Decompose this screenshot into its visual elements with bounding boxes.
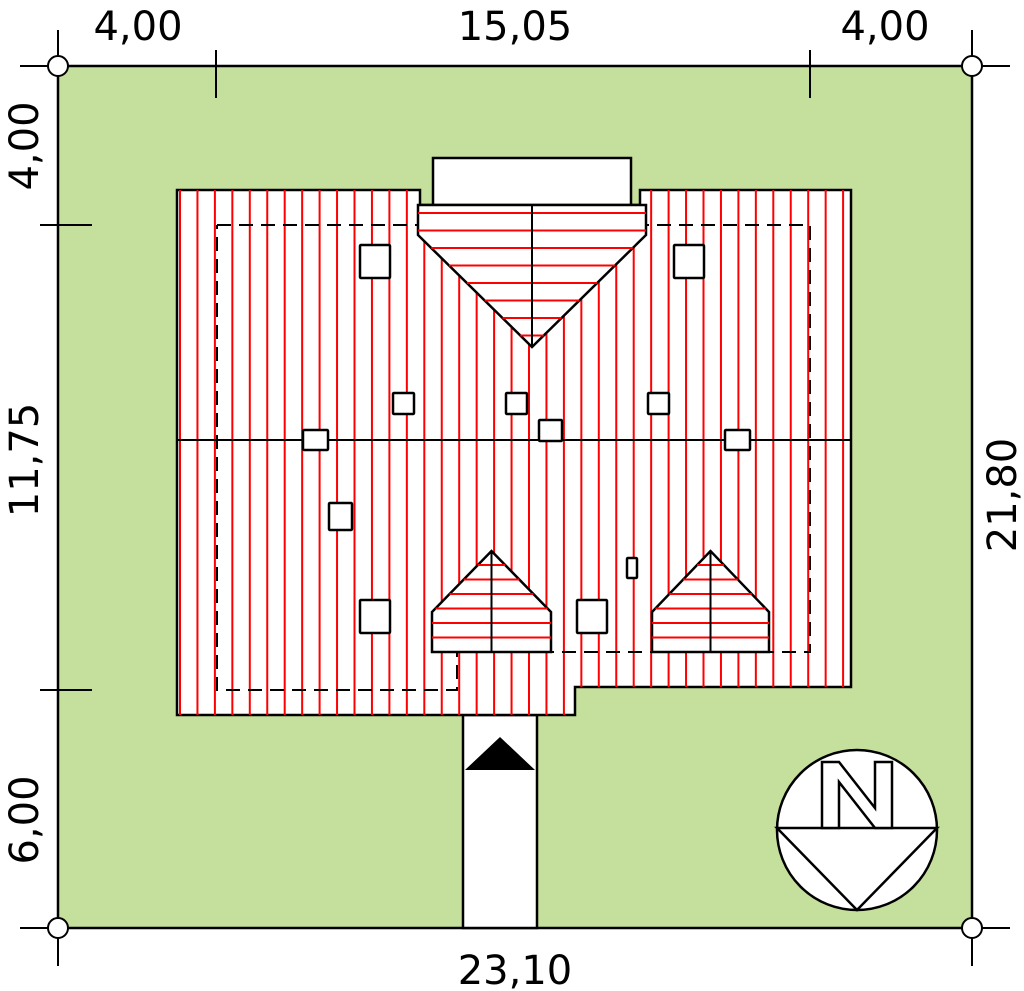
dormers (430, 549, 771, 654)
skylight (575, 598, 609, 635)
skylight (537, 418, 564, 443)
entrance-arrow-icon (465, 737, 535, 770)
dim-left-top: 4,00 (2, 101, 48, 190)
dim-left-middle: 11,75 (2, 403, 48, 518)
skylight (358, 598, 392, 635)
dim-left-bottom: 6,00 (2, 775, 48, 864)
skylight (672, 243, 706, 280)
skylight (327, 501, 354, 532)
north-arrow-icon (774, 748, 940, 912)
dim-top-right: 4,00 (840, 4, 929, 50)
terrace (431, 156, 633, 210)
dim-top-middle: 15,05 (458, 4, 573, 50)
dormer (650, 549, 771, 654)
skylight (625, 556, 639, 580)
skylight (301, 428, 330, 452)
skylights (301, 243, 752, 635)
dim-bottom: 23,10 (458, 948, 573, 991)
dim-right: 21,80 (980, 438, 1024, 553)
skylight (358, 243, 392, 280)
dormer (430, 549, 553, 654)
skylight (646, 391, 671, 416)
dim-top-left: 4,00 (93, 4, 182, 50)
skylight (391, 391, 416, 416)
skylight (504, 391, 529, 416)
skylight (723, 428, 752, 452)
corner-markers (47, 55, 983, 939)
